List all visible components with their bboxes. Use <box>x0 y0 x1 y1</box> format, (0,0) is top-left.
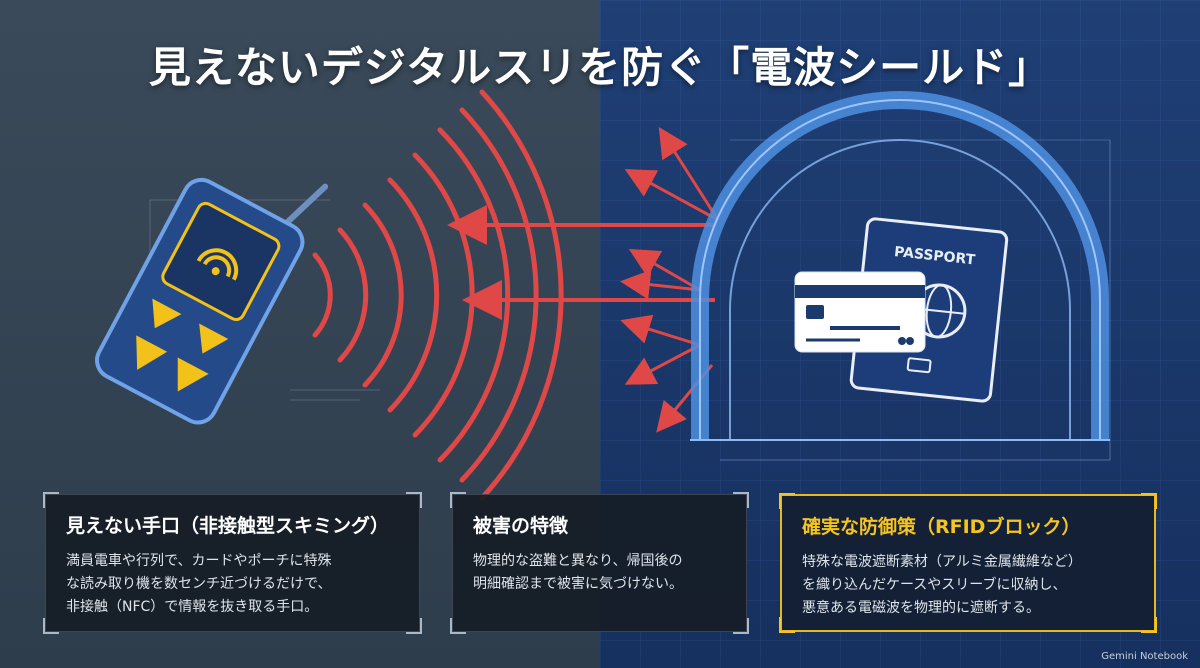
corner-decoration <box>733 492 749 508</box>
panel-heading: 確実な防御策（RFIDブロック） <box>802 516 1081 538</box>
panel-body: 満員電車や行列で、カードやポーチに特殊 な読み取り機を数センチ近づけるだけで、 … <box>66 550 399 619</box>
body-line: 明細確認まで被害に気づけない。 <box>473 576 683 592</box>
page-title: 見えないデジタルスリを防ぐ「電波シールド」 <box>148 43 1052 92</box>
body-line: 物理的な盗難と異なり、帰国後の <box>473 553 683 569</box>
panel-damage: 被害の特徴 物理的な盗難と異なり、帰国後の 明細確認まで被害に気づけない。 <box>450 492 749 634</box>
body-line: 特殊な電波遮断素材（アルミ金属繊維など） <box>802 554 1082 570</box>
corner-decoration <box>1141 617 1157 633</box>
intercept-arrows <box>447 205 715 320</box>
body-line: な読み取り機を数センチ近づけるだけで、 <box>66 576 332 592</box>
corner-decoration <box>450 492 466 508</box>
watermark: Gemini Notebook <box>1101 651 1188 662</box>
radio-waves <box>312 89 564 501</box>
corner-decoration <box>779 617 795 633</box>
corner-decoration <box>779 493 795 509</box>
corner-decoration <box>733 618 749 634</box>
panel-heading: 見えない手口（非接触型スキミング） <box>66 515 390 537</box>
credit-card-icon <box>794 271 926 353</box>
corner-decoration <box>450 618 466 634</box>
corner-decoration <box>1141 493 1157 509</box>
corner-decoration <box>406 492 422 508</box>
body-line: 悪意ある電磁波を物理的に遮断する。 <box>802 600 1040 616</box>
body-line: を織り込んだケースやスリーブに収納し、 <box>802 577 1067 593</box>
panel-defense: 確実な防御策（RFIDブロック） 特殊な電波遮断素材（アルミ金属繊維など） を織… <box>779 493 1157 633</box>
deflected-arrows <box>620 126 720 433</box>
body-line: 満員電車や行列で、カードやポーチに特殊 <box>66 553 332 569</box>
body-line: 非接触（NFC）で情報を抜き取る手口。 <box>66 599 319 615</box>
corner-decoration <box>43 618 59 634</box>
corner-decoration <box>406 618 422 634</box>
shield-arch-icon <box>690 91 1111 461</box>
panel-heading: 被害の特徴 <box>473 515 569 537</box>
panel-body: 物理的な盗難と異なり、帰国後の 明細確認まで被害に気づけない。 <box>473 550 726 596</box>
corner-decoration <box>43 492 59 508</box>
skimmer-device-icon <box>95 177 329 425</box>
panel-body: 特殊な電波遮断素材（アルミ金属繊維など） を織り込んだケースやスリーブに収納し、… <box>802 551 1134 620</box>
panel-method: 見えない手口（非接触型スキミング） 満員電車や行列で、カードやポーチに特殊 な読… <box>43 492 422 634</box>
